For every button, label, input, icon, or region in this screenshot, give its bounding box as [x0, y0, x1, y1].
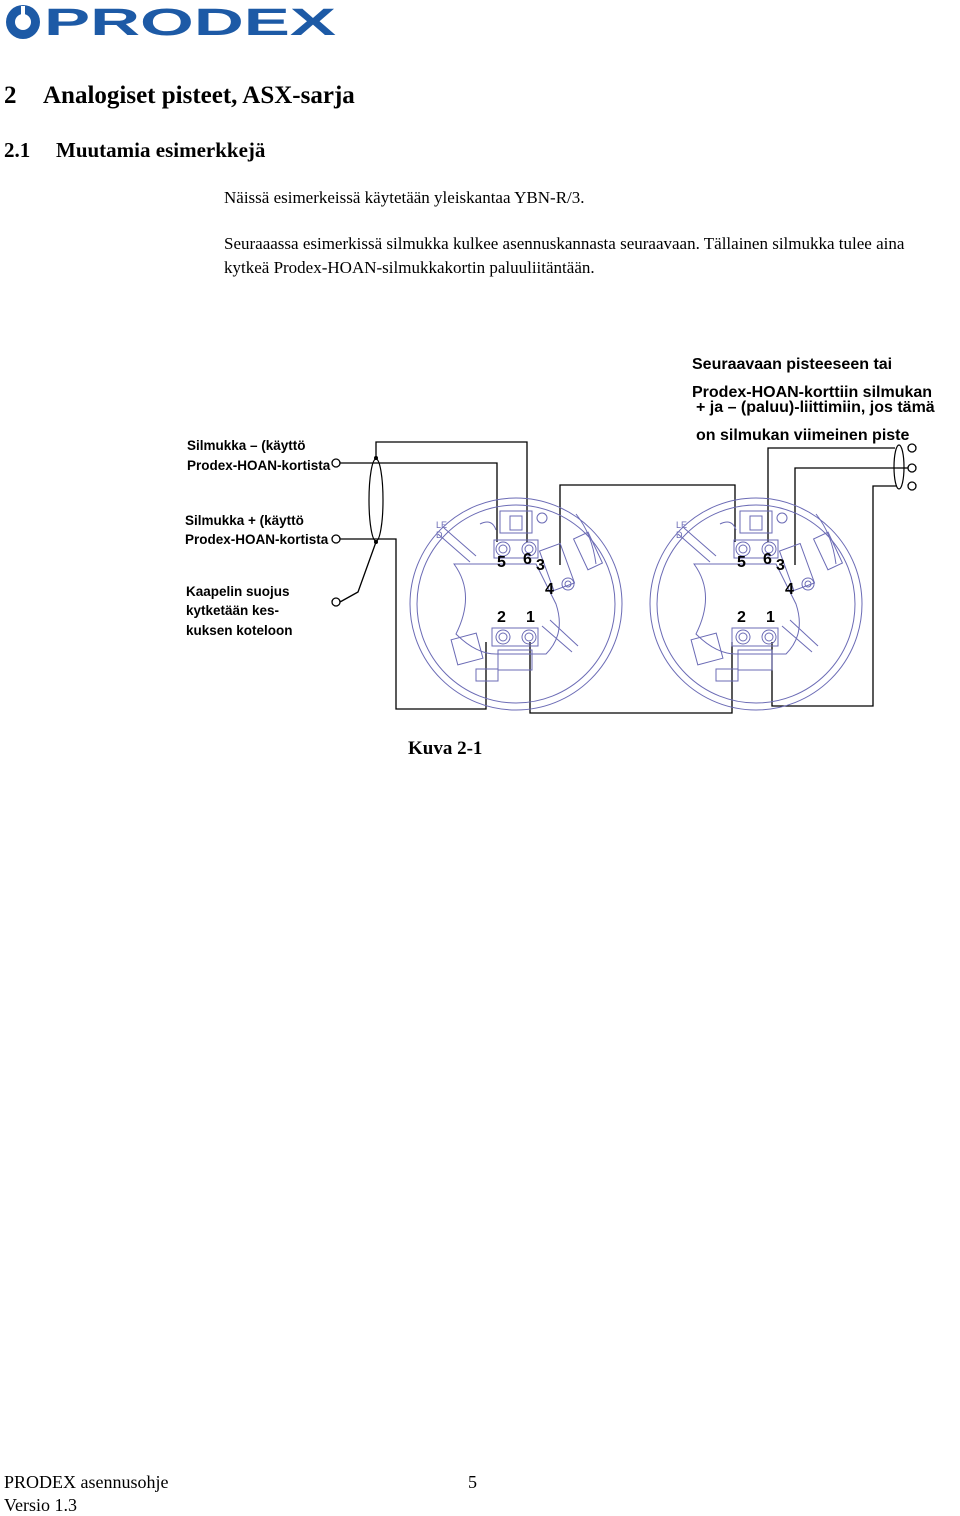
terminal-out-3: [907, 481, 917, 491]
footer-doc-title: PRODEX asennusohje: [4, 1472, 169, 1492]
cable-bundle-left: [368, 458, 384, 542]
svg-text:LE: LE: [676, 520, 687, 530]
svg-text:5: 5: [497, 554, 506, 571]
body-paragraph-2: Seuraaassa esimerkissä silmukka kulkee a…: [224, 234, 905, 277]
svg-text:2: 2: [497, 609, 506, 626]
svg-text:D: D: [436, 530, 443, 540]
svg-text:kuksen koteloon: kuksen koteloon: [186, 623, 293, 638]
svg-text:5: 5: [737, 554, 746, 571]
label-loop-minus: Silmukka – (käyttö Prodex-HOAN-kortista: [187, 438, 331, 473]
figure-caption: Kuva 2-1: [408, 738, 483, 759]
cable-bundle-right: [893, 444, 905, 490]
svg-text:Kaapelin suojus: Kaapelin suojus: [186, 584, 290, 599]
wiring-diagram: Silmukka – (käyttö Prodex-HOAN-kortista …: [185, 356, 935, 714]
svg-text:Seuraavaan pisteeseen tai: Seuraavaan pisteeseen tai: [692, 356, 892, 373]
svg-text:4: 4: [785, 581, 794, 598]
terminal-loop-plus: [331, 534, 341, 544]
svg-text:Prodex-HOAN-kortista: Prodex-HOAN-kortista: [187, 458, 331, 473]
subsection-heading: 2.1 Muutamia esimerkkejä: [4, 138, 265, 163]
svg-text:3: 3: [536, 557, 545, 574]
svg-text:3: 3: [776, 557, 785, 574]
footer-version: Versio 1.3: [4, 1495, 77, 1515]
terminal-shield: [331, 597, 341, 607]
body-paragraph-1: Näissä esimerkeissä käytetään yleiskanta…: [224, 188, 585, 207]
prodex-logo: PRODEX: [6, 2, 337, 42]
svg-text:Prodex-HOAN-kortista: Prodex-HOAN-kortista: [185, 532, 329, 547]
section-number: 2: [4, 82, 17, 109]
svg-text:4: 4: [545, 581, 554, 598]
section-heading: 2 Analogiset pisteet, ASX-sarja: [4, 82, 355, 110]
svg-text:+ ja – (paluu)-liittimiin, jos: + ja – (paluu)-liittimiin, jos tämä: [696, 399, 935, 416]
svg-text:6: 6: [523, 551, 532, 568]
detector-base-2: LE D 5 6 3 4 2 1: [649, 497, 863, 711]
svg-text:6: 6: [763, 551, 772, 568]
label-next-point: Seuraavaan pisteeseen tai Prodex-HOAN-ko…: [692, 356, 935, 444]
section-title: Analogiset pisteet, ASX-sarja: [43, 82, 355, 109]
terminal-out-2: [907, 463, 917, 473]
subsection-title: Muutamia esimerkkejä: [56, 138, 266, 162]
svg-text:Silmukka + (käyttö: Silmukka + (käyttö: [185, 513, 304, 528]
page-number: 5: [468, 1472, 477, 1492]
terminal-out-1: [907, 443, 917, 453]
svg-text:LE: LE: [436, 520, 447, 530]
logo-text: PRODEX: [44, 2, 337, 42]
svg-text:D: D: [676, 530, 683, 540]
label-loop-plus: Silmukka + (käyttö Prodex-HOAN-kortista: [185, 513, 329, 547]
subsection-number: 2.1: [4, 138, 31, 162]
label-cable-shield: Kaapelin suojus kytketään kes- kuksen ko…: [186, 584, 293, 638]
svg-text:Silmukka – (käyttö: Silmukka – (käyttö: [187, 438, 306, 453]
svg-text:1: 1: [526, 609, 535, 626]
detector-base-1: LE D 5 6 3 4 2 1: [409, 497, 623, 711]
terminal-loop-minus: [331, 458, 341, 468]
svg-text:kytketään kes-: kytketään kes-: [186, 603, 279, 618]
svg-text:Prodex-HOAN-korttiin silmukan: Prodex-HOAN-korttiin silmukan: [692, 384, 932, 401]
svg-text:2: 2: [737, 609, 746, 626]
svg-text:on silmukan viimeinen piste: on silmukan viimeinen piste: [696, 427, 909, 444]
svg-text:1: 1: [766, 609, 775, 626]
